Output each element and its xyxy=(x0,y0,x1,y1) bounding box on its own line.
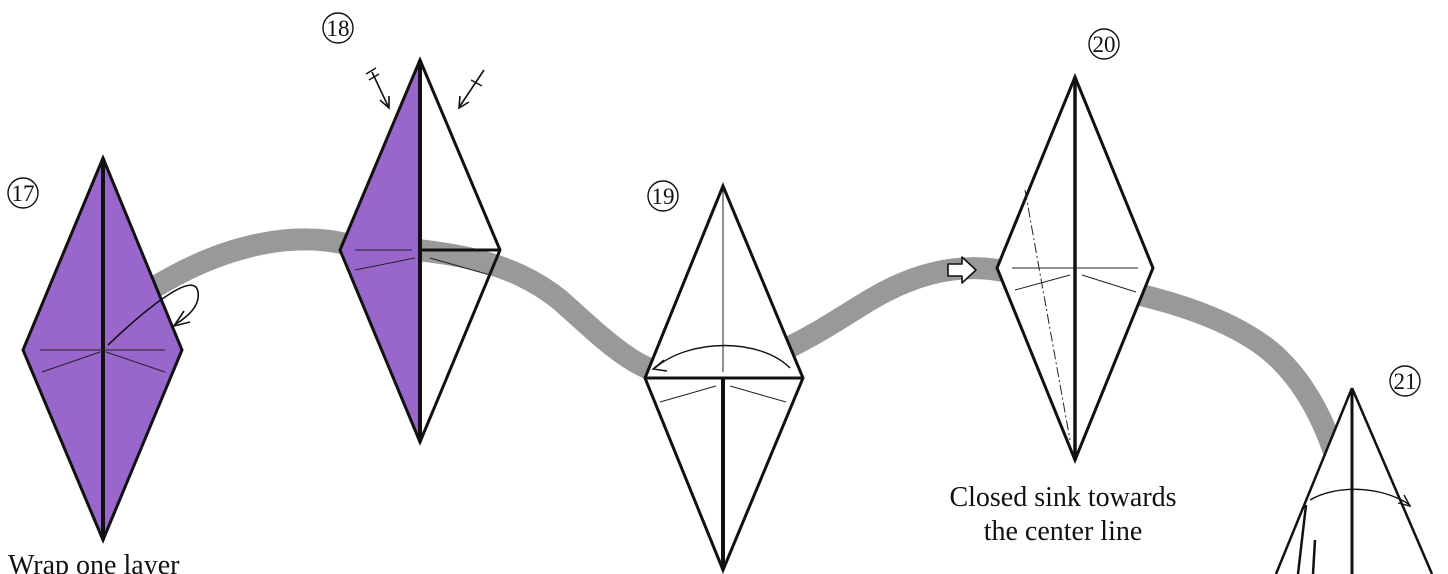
step-20-caption-line-2: the center line xyxy=(984,516,1143,547)
step-18-number-circle xyxy=(322,12,354,44)
step-19-crease xyxy=(729,385,787,403)
step-17-diagram: 17 Wrap one layer xyxy=(7,154,200,574)
step-21-inner-edge xyxy=(1311,539,1317,574)
step-21-arrowhead xyxy=(1397,494,1412,508)
step-18-arrow-right xyxy=(459,69,485,107)
step-21-inner-edge xyxy=(1296,504,1308,574)
step-19-crease xyxy=(659,385,717,403)
step-18-arrowhead-right xyxy=(458,95,470,110)
step-19-number-circle xyxy=(647,180,679,212)
step-20-number-circle xyxy=(1088,28,1120,60)
step-17-caption: Wrap one layer xyxy=(8,550,180,574)
step-18-arrow-left xyxy=(371,71,389,107)
step-18-tick xyxy=(365,67,377,75)
step-18-crease xyxy=(429,257,491,276)
step-18-arrowhead-left xyxy=(379,96,390,110)
step-19-arrowhead xyxy=(651,359,668,372)
step-17-wrap-arrow xyxy=(107,284,200,346)
step-17-crease xyxy=(41,351,101,373)
step-17-crease xyxy=(105,351,166,373)
step-20-sink-arrow xyxy=(947,256,977,284)
step-21-fold-arrow xyxy=(1309,488,1411,506)
step-20-number: 20 xyxy=(1093,32,1116,57)
step-18-number: 18 xyxy=(327,16,350,41)
step-21-edge-left xyxy=(1274,387,1354,574)
step-19-number: 19 xyxy=(652,184,675,209)
step-21-model xyxy=(1276,388,1432,574)
step-19-diagram: 19 xyxy=(643,180,805,574)
step-20-caption-line-1: Closed sink towards xyxy=(949,482,1176,513)
step-17-arrowhead xyxy=(172,310,191,328)
step-21-diagram: 21 xyxy=(1274,365,1434,574)
step-18-tick xyxy=(470,79,483,87)
step-21-number: 21 xyxy=(1394,369,1417,394)
step-20-crease xyxy=(1014,274,1071,291)
step-21-edge-right xyxy=(1350,387,1434,574)
step-18-crease xyxy=(354,257,416,271)
step-18-tick xyxy=(368,73,380,81)
step-20-diagram: 20 Closed sink towards the center line xyxy=(947,28,1177,547)
step-19-fold-arrow xyxy=(654,344,791,369)
step-17-number: 17 xyxy=(12,181,35,206)
step-17-number-circle xyxy=(7,177,39,209)
step-18-diagram: 18 xyxy=(322,12,502,446)
step-20-valley-mountain-line xyxy=(1024,189,1071,441)
step-21-number-circle xyxy=(1389,365,1421,397)
step-20-crease xyxy=(1081,274,1137,293)
